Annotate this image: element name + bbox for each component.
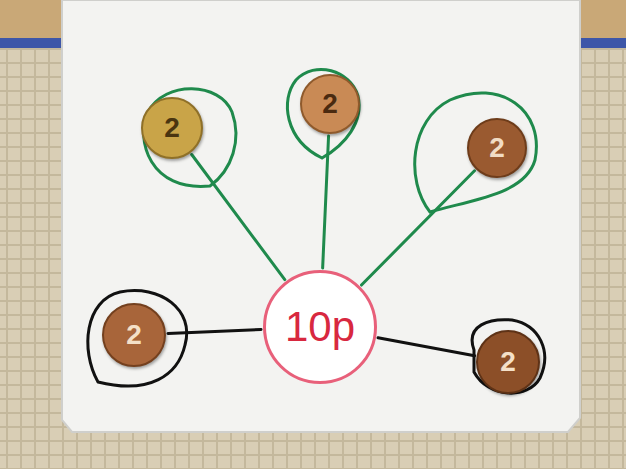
amount-label: 10p <box>285 306 355 348</box>
coin-value: 2 <box>500 348 516 376</box>
value-circle: 10p <box>263 270 377 384</box>
connector-line <box>361 171 474 285</box>
connector-line <box>192 154 285 279</box>
coin: 2 <box>102 303 166 367</box>
black-loop <box>88 291 187 386</box>
coin-value: 2 <box>322 90 338 118</box>
coin-value: 2 <box>164 114 180 142</box>
connector-line <box>378 338 475 356</box>
green-loop <box>415 93 537 212</box>
coin: 2 <box>300 74 360 134</box>
green-loop <box>287 69 359 158</box>
coin: 2 <box>476 330 540 394</box>
whiteboard <box>62 0 580 432</box>
coin: 2 <box>141 97 203 159</box>
black-loop <box>472 320 545 393</box>
coin: 2 <box>467 118 527 178</box>
coin-value: 2 <box>126 321 142 349</box>
coin-value: 2 <box>489 134 505 162</box>
connector-line <box>168 330 261 334</box>
connector-line <box>323 136 329 268</box>
